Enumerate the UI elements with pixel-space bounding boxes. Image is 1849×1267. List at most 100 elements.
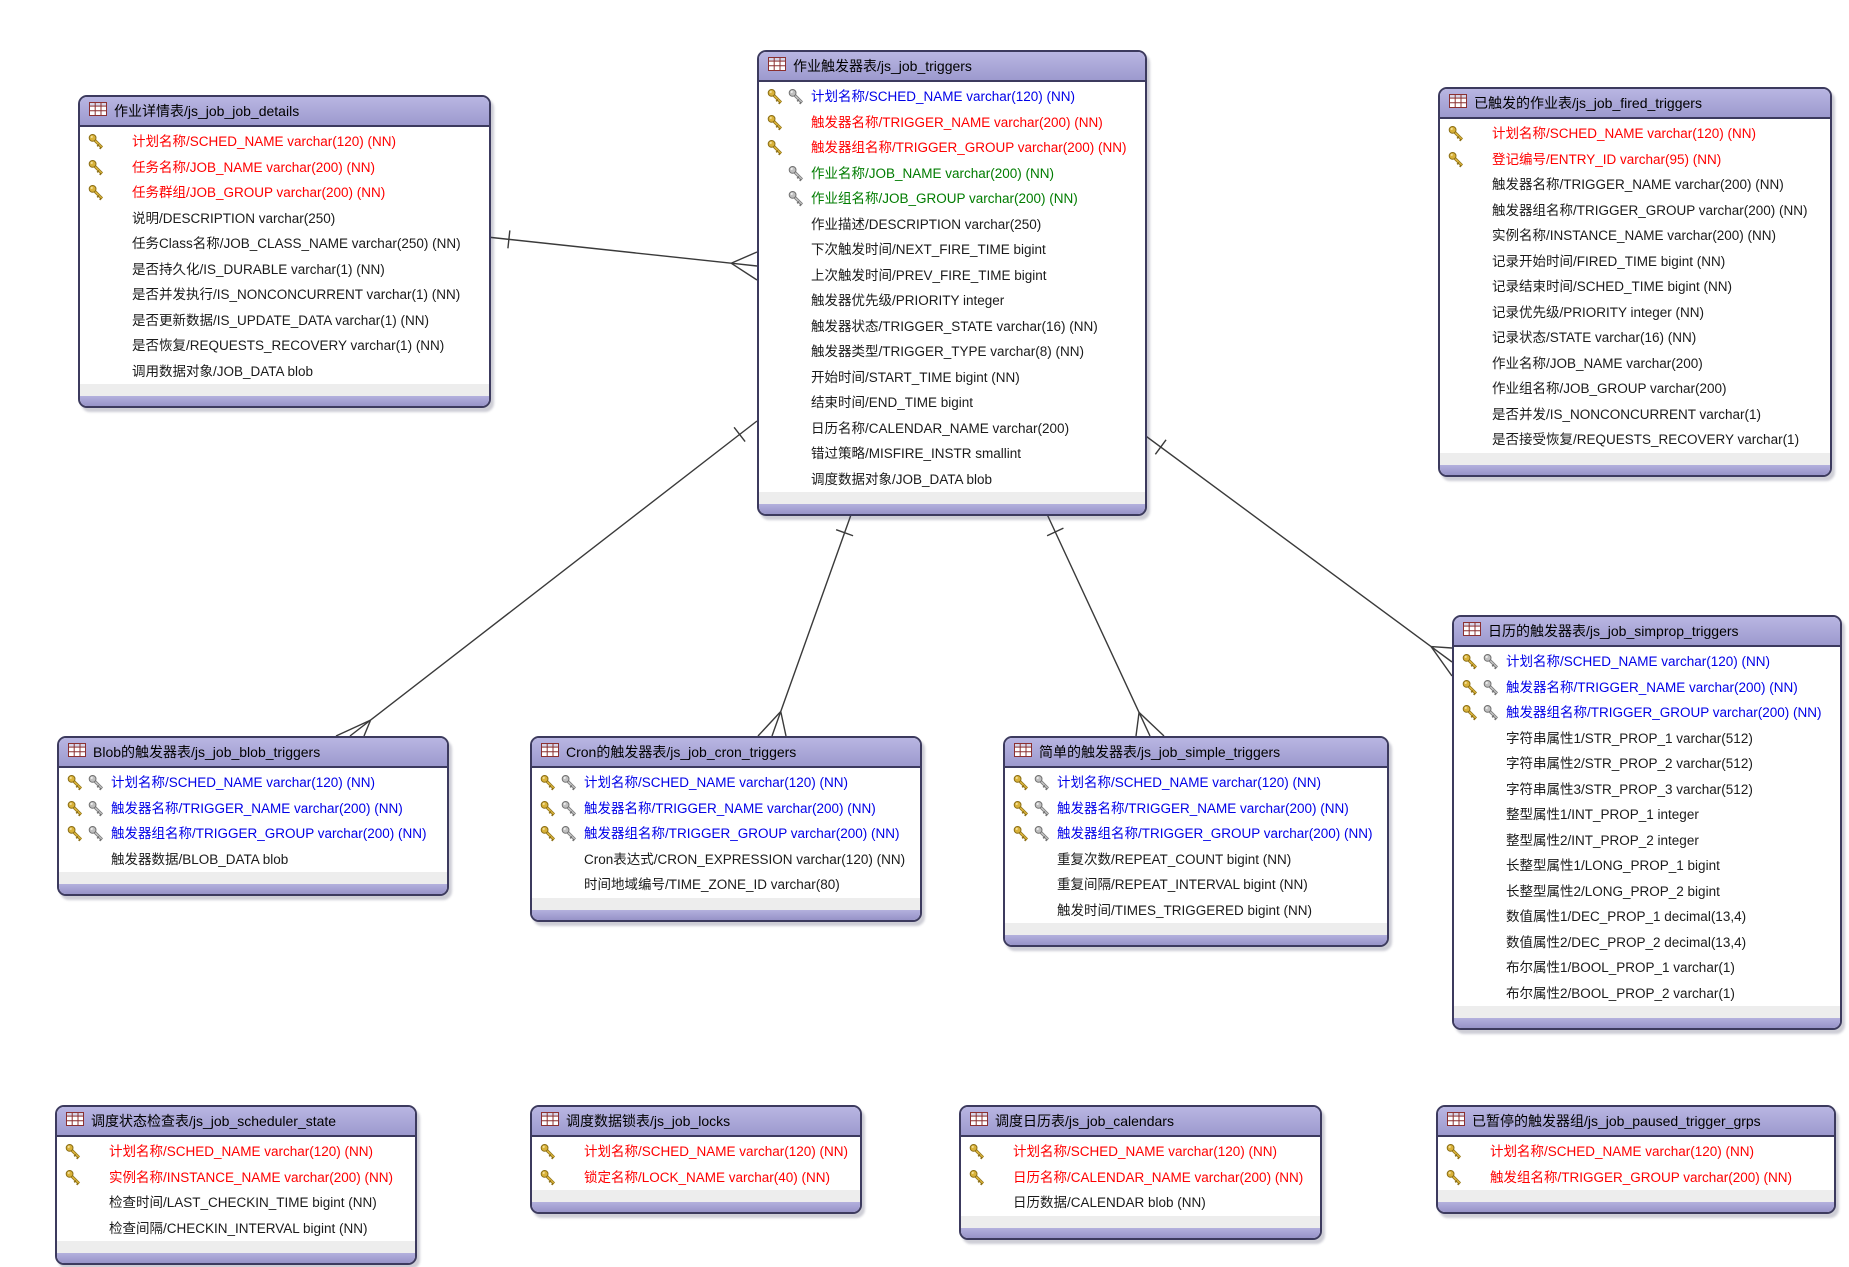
table-footer-strip xyxy=(1440,452,1830,465)
table-bottom-bar xyxy=(1454,1018,1840,1028)
table-title: 调度日历表/js_job_calendars xyxy=(995,1113,1174,1129)
field-text: 长整型属性2/LONG_PROP_2 bigint xyxy=(1506,883,1720,899)
er-table-locks[interactable]: 调度数据锁表/js_job_locks 计划名称/SCHED_NAME varc… xyxy=(530,1105,862,1214)
table-field-row: 计划名称/SCHED_NAME varchar(120) (NN) xyxy=(961,1139,1320,1165)
foreign-key-icon xyxy=(788,88,805,105)
field-text: 触发器组名称/TRIGGER_GROUP varchar(200) (NN) xyxy=(1506,705,1822,720)
table-field-row: 日历名称/CALENDAR_NAME varchar(200) (NN) xyxy=(961,1165,1320,1191)
field-text: 布尔属性1/BOOL_PROP_1 varchar(1) xyxy=(1506,960,1735,975)
er-table-cron_triggers[interactable]: Cron的触发器表/js_job_cron_triggers 计划名称/SCHE… xyxy=(530,736,922,922)
er-table-fired_triggers[interactable]: 已触发的作业表/js_job_fired_triggers 计划名称/SCHED… xyxy=(1438,87,1832,477)
foreign-key-icon xyxy=(1483,653,1500,670)
table-field-row: 长整型属性1/LONG_PROP_1 bigint xyxy=(1454,853,1840,879)
table-field-row: 触发器名称/TRIGGER_NAME varchar(200) (NN) xyxy=(1005,796,1387,822)
table-icon xyxy=(541,742,559,762)
table-icon xyxy=(89,101,107,121)
table-rows: 计划名称/SCHED_NAME varchar(120) (NN) 触发组名称/… xyxy=(1438,1137,1834,1190)
table-title: Cron的触发器表/js_job_cron_triggers xyxy=(566,744,797,760)
foreign-key-icon xyxy=(1483,679,1500,696)
table-field-row: 调用数据对象/JOB_DATA blob xyxy=(80,359,489,385)
er-table-simprop_triggers[interactable]: 日历的触发器表/js_job_simprop_triggers 计划名称/SCH… xyxy=(1452,615,1842,1030)
table-field-row: 计划名称/SCHED_NAME varchar(120) (NN) xyxy=(759,84,1145,110)
er-table-simple_triggers[interactable]: 简单的触发器表/js_job_simple_triggers 计划名称/SCHE… xyxy=(1003,736,1389,947)
field-text: 字符串属性2/STR_PROP_2 varchar(512) xyxy=(1506,756,1753,771)
field-text: 计划名称/SCHED_NAME varchar(120) (NN) xyxy=(1506,654,1771,669)
table-field-row: 错过策略/MISFIRE_INSTR smallint xyxy=(759,441,1145,467)
er-table-blob_triggers[interactable]: Blob的触发器表/js_job_blob_triggers 计划名称/SCHE… xyxy=(57,736,449,896)
er-table-calendars[interactable]: 调度日历表/js_job_calendars 计划名称/SCHED_NAME v… xyxy=(959,1105,1322,1240)
table-footer-strip xyxy=(961,1215,1320,1228)
primary-key-icon xyxy=(67,774,84,791)
field-text: 字符串属性3/STR_PROP_3 varchar(512) xyxy=(1506,781,1753,797)
table-rows: 计划名称/SCHED_NAME varchar(120) (NN) 任务名称/J… xyxy=(80,127,489,384)
table-bottom-bar xyxy=(1005,935,1387,945)
table-icon xyxy=(1463,621,1481,641)
field-text: 字符串属性1/STR_PROP_1 varchar(512) xyxy=(1506,730,1753,746)
field-text: 计划名称/SCHED_NAME varchar(120) (NN) xyxy=(111,775,376,790)
table-field-row: 布尔属性1/BOOL_PROP_1 varchar(1) xyxy=(1454,955,1840,981)
foreign-key-icon xyxy=(1483,704,1500,721)
table-field-row: 是否并发执行/IS_NONCONCURRENT varchar(1) (NN) xyxy=(80,282,489,308)
er-table-job_details[interactable]: 作业详情表/js_job_job_details 计划名称/SCHED_NAME… xyxy=(78,95,491,408)
er-table-scheduler_state[interactable]: 调度状态检查表/js_job_scheduler_state 计划名称/SCHE… xyxy=(55,1105,417,1265)
field-text: 重复次数/REPEAT_COUNT bigint (NN) xyxy=(1057,851,1292,867)
er-table-triggers[interactable]: 作业触发器表/js_job_triggers 计划名称/SCHED_NAME v… xyxy=(757,50,1147,516)
field-text: 触发组名称/TRIGGER_GROUP varchar(200) (NN) xyxy=(1490,1169,1793,1185)
primary-key-icon xyxy=(1013,800,1030,817)
field-text: 实例名称/INSTANCE_NAME varchar(200) (NN) xyxy=(109,1169,394,1185)
table-header: 调度状态检查表/js_job_scheduler_state xyxy=(57,1107,415,1137)
table-field-row: 触发器数据/BLOB_DATA blob xyxy=(59,847,447,873)
primary-key-icon xyxy=(1446,1169,1463,1186)
table-footer-strip xyxy=(57,1241,415,1253)
table-field-row: 计划名称/SCHED_NAME varchar(120) (NN) xyxy=(1005,770,1387,796)
table-field-row: 重复间隔/REPEAT_INTERVAL bigint (NN) xyxy=(1005,872,1387,898)
field-text: 作业组名称/JOB_GROUP varchar(200) (NN) xyxy=(811,191,1078,206)
table-rows: 计划名称/SCHED_NAME varchar(120) (NN) 触发器名称/… xyxy=(532,768,920,898)
field-text: 数值属性1/DEC_PROP_1 decimal(13,4) xyxy=(1506,909,1747,924)
table-bottom-bar xyxy=(1438,1202,1834,1212)
table-field-row: 触发时间/TIMES_TRIGGERED bigint (NN) xyxy=(1005,898,1387,924)
table-field-row: 字符串属性3/STR_PROP_3 varchar(512) xyxy=(1454,777,1840,803)
table-title: 调度数据锁表/js_job_locks xyxy=(566,1113,731,1129)
table-field-row: 整型属性2/INT_PROP_2 integer xyxy=(1454,828,1840,854)
table-field-row: 记录结束时间/SCHED_TIME bigint (NN) xyxy=(1440,274,1830,300)
field-text: 触发时间/TIMES_TRIGGERED bigint (NN) xyxy=(1057,902,1313,918)
table-field-row: 触发器组名称/TRIGGER_GROUP varchar(200) (NN) xyxy=(532,821,920,847)
foreign-key-icon xyxy=(88,800,105,817)
field-text: 计划名称/SCHED_NAME varchar(120) (NN) xyxy=(811,89,1076,104)
table-rows: 计划名称/SCHED_NAME varchar(120) (NN) 实例名称/I… xyxy=(57,1137,415,1241)
primary-key-icon xyxy=(1462,653,1479,670)
field-text: 触发器组名称/TRIGGER_GROUP varchar(200) (NN) xyxy=(584,826,900,841)
table-field-row: 任务Class名称/JOB_CLASS_NAME varchar(250) (N… xyxy=(80,231,489,257)
table-footer-strip xyxy=(759,492,1145,504)
table-bottom-bar xyxy=(961,1227,1320,1238)
primary-key-icon xyxy=(1462,704,1479,721)
er-table-paused_trigger_grps[interactable]: 已暂停的触发器组/js_job_paused_trigger_grps 计划名称… xyxy=(1436,1105,1836,1214)
field-text: 计划名称/SCHED_NAME varchar(120) (NN) xyxy=(132,134,397,149)
primary-key-icon xyxy=(65,1143,82,1160)
table-field-row: 触发器名称/TRIGGER_NAME varchar(200) (NN) xyxy=(1440,172,1830,198)
field-text: 结束时间/END_TIME bigint xyxy=(811,395,974,410)
table-rows: 计划名称/SCHED_NAME varchar(120) (NN) 触发器名称/… xyxy=(59,768,447,872)
field-text: 下次触发时间/NEXT_FIRE_TIME bigint xyxy=(811,242,1046,257)
field-text: 日历数据/CALENDAR blob (NN) xyxy=(1013,1195,1206,1210)
table-field-row: 下次触发时间/NEXT_FIRE_TIME bigint xyxy=(759,237,1145,263)
foreign-key-icon xyxy=(88,825,105,842)
primary-key-icon xyxy=(88,184,105,201)
field-text: 锁定名称/LOCK_NAME varchar(40) (NN) xyxy=(584,1169,831,1185)
table-bottom-bar xyxy=(59,884,447,894)
table-header: 已触发的作业表/js_job_fired_triggers xyxy=(1440,89,1830,119)
field-text: 触发器组名称/TRIGGER_GROUP varchar(200) (NN) xyxy=(111,826,427,841)
table-field-row: 登记编号/ENTRY_ID varchar(95) (NN) xyxy=(1440,147,1830,173)
field-text: 计划名称/SCHED_NAME varchar(120) (NN) xyxy=(584,775,849,790)
table-header: 日历的触发器表/js_job_simprop_triggers xyxy=(1454,617,1840,647)
table-field-row: 触发器组名称/TRIGGER_GROUP varchar(200) (NN) xyxy=(1005,821,1387,847)
table-title: 调度状态检查表/js_job_scheduler_state xyxy=(91,1113,337,1129)
table-header: 作业详情表/js_job_job_details xyxy=(80,97,489,127)
field-text: 计划名称/SCHED_NAME varchar(120) (NN) xyxy=(1013,1144,1278,1159)
field-text: 检查间隔/CHECKIN_INTERVAL bigint (NN) xyxy=(109,1220,368,1236)
table-bottom-bar xyxy=(759,504,1145,514)
field-text: 调度数据对象/JOB_DATA blob xyxy=(811,471,993,487)
